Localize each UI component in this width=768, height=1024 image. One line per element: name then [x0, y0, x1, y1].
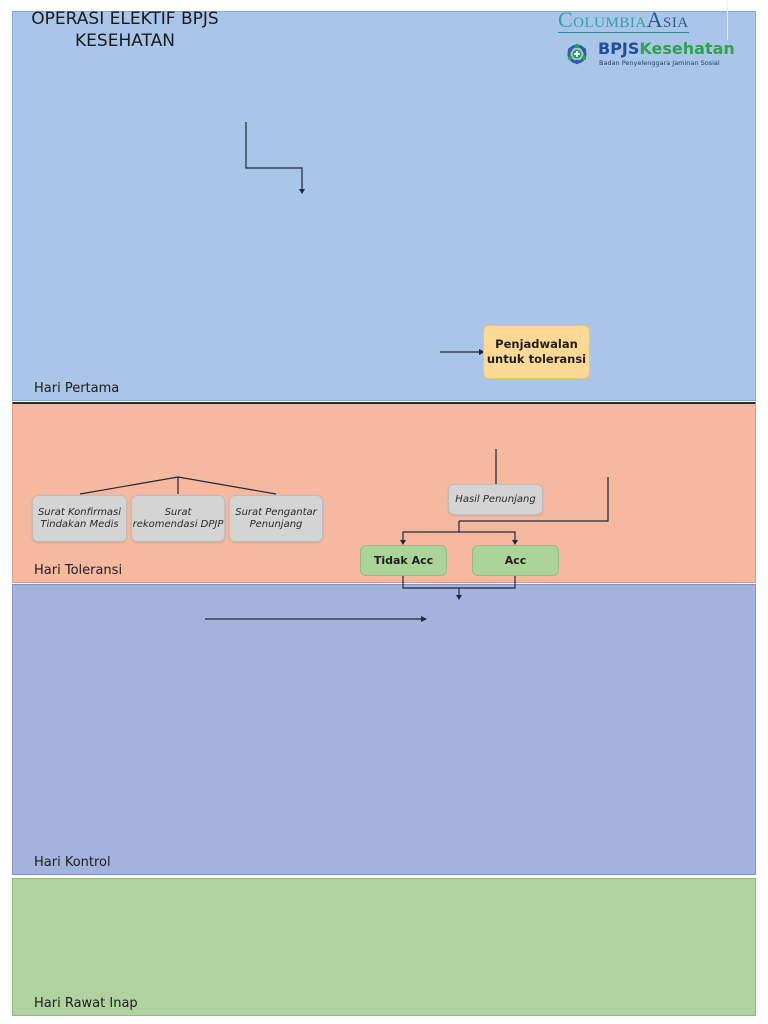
- node-tidak-acc[interactable]: Tidak Acc: [360, 545, 447, 576]
- title-line-2: KESEHATAN: [75, 31, 175, 51]
- node-label: Penunjang: [249, 518, 303, 530]
- columbia-asia-logo: ColumbiaAsia: [558, 8, 689, 33]
- node-surat-pengantar-penunjang[interactable]: Surat Pengantar Penunjang: [229, 495, 323, 542]
- node-label: Surat: [164, 506, 192, 518]
- band-label: Hari Pertama: [34, 381, 120, 396]
- bpjs-logo-subtitle: Badan Penyelenggara Jaminan Sosial: [599, 59, 720, 67]
- node-label: Acc: [504, 554, 527, 567]
- columbia-asia-logo-part1: Columbia: [558, 7, 647, 32]
- node-label: Tindakan Medis: [40, 518, 119, 530]
- page-title: OPERASI ELEKTIF BPJS KESEHATAN: [20, 8, 230, 52]
- node-label: Tidak Acc: [373, 554, 434, 567]
- band-label: Hari Rawat Inap: [34, 996, 138, 1011]
- bpjs-logo-name-part1: BPJS: [598, 39, 640, 58]
- bpjs-emblem-icon: [567, 43, 587, 65]
- node-label: Surat Konfirmasi: [37, 506, 122, 518]
- node-label: rekomendasi DPJP: [132, 518, 224, 530]
- band-label: Hari Toleransi: [34, 563, 123, 578]
- node-label: Surat Pengantar: [235, 506, 317, 518]
- node-label: untuk toleransi: [486, 352, 587, 366]
- columbia-asia-logo-part2: Asia: [646, 7, 689, 32]
- node-acc[interactable]: Acc: [472, 545, 559, 576]
- node-surat-konfirmasi-tindakan-medis[interactable]: Surat Konfirmasi Tindakan Medis: [32, 495, 127, 542]
- band-hari-kontrol: Hari Kontrol: [12, 584, 756, 875]
- title-line-1: OPERASI ELEKTIF BPJS: [31, 9, 219, 29]
- node-penjadwalan-untuk-toleransi[interactable]: Penjadwalan untuk toleransi: [483, 325, 590, 379]
- node-surat-rekomendasi-dpjp[interactable]: Surat rekomendasi DPJP: [131, 495, 225, 542]
- node-label: Penjadwalan: [495, 337, 578, 351]
- bpjs-logo-name: BPJSKesehatan: [598, 39, 735, 59]
- band-hari-rawat-inap: Hari Rawat Inap: [12, 878, 756, 1016]
- node-label: Hasil Penunjang: [455, 493, 536, 505]
- logo-divider: [727, 0, 728, 40]
- node-hasil-penunjang[interactable]: Hasil Penunjang: [448, 484, 543, 515]
- bpjs-logo-name-part2: Kesehatan: [639, 39, 735, 58]
- band-hari-pertama: Hari Pertama: [12, 11, 756, 401]
- band-label: Hari Kontrol: [34, 855, 111, 870]
